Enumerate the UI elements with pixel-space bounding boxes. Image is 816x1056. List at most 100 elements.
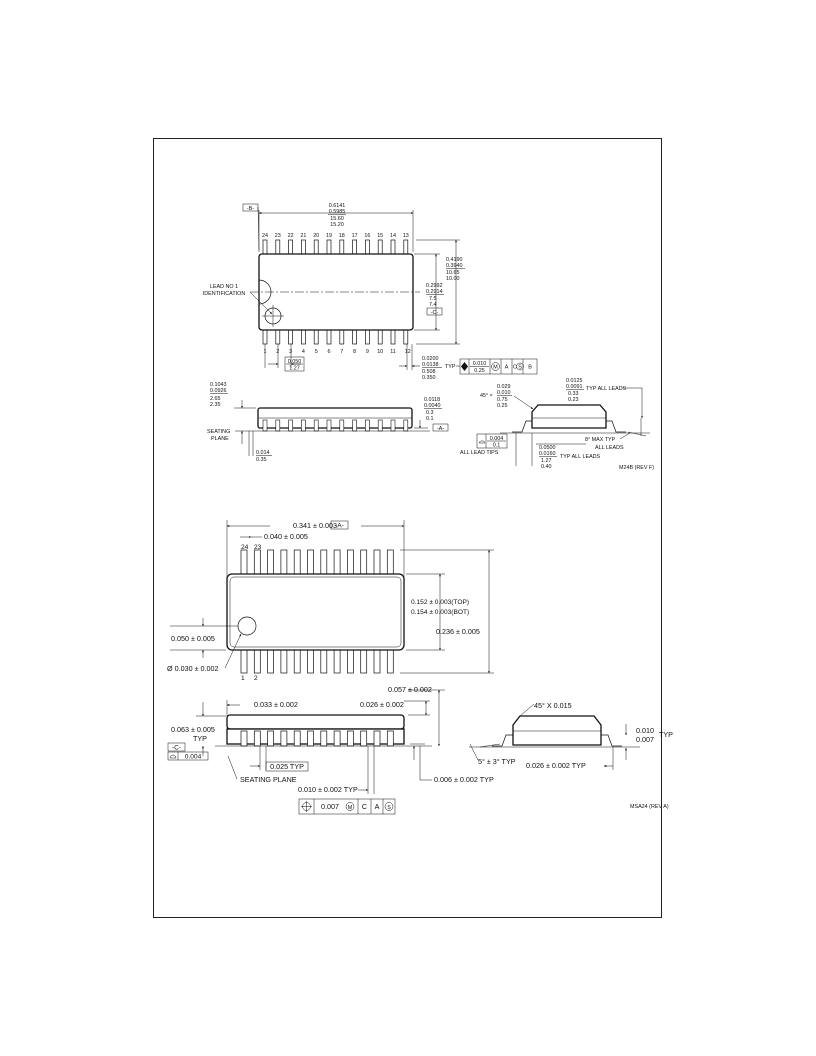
pkg1-datum-a-box xyxy=(432,423,449,432)
pkg1-datum-c-box xyxy=(426,307,443,316)
pkg2-pin1: 1 xyxy=(241,675,245,682)
pkg2-side-lead xyxy=(320,730,328,747)
pkg2-pin24: 24 xyxy=(241,544,249,551)
pkg1-pin-number: 9 xyxy=(366,349,369,355)
pkg1-lead xyxy=(403,239,409,255)
pkg1-length-mm-min: 15.20 xyxy=(330,222,344,228)
pkg1-coplanarity-mm: 0.1 xyxy=(493,443,501,449)
pkg1-coplanarity-in: 0.004 xyxy=(490,436,504,442)
pkg2-lead xyxy=(307,549,314,575)
pkg2-lead xyxy=(253,549,261,575)
pkg1-lead xyxy=(390,239,396,255)
pkg1-end-view: 45° × 0.029 0.010 0.75 0.25 0.0125 0.009… xyxy=(460,378,654,471)
pkg2-lead-width: 0.040 ± 0.005 xyxy=(264,532,308,541)
pkg1-foot-in-max: 0.0500 xyxy=(539,445,556,451)
pkg1-length-in-max: 0.6141 xyxy=(329,203,346,209)
pkg1-side-lead xyxy=(275,419,281,432)
pkg1-length-mm-max: 15.60 xyxy=(330,216,344,222)
pkg2-pin23: 23 xyxy=(254,544,262,551)
pkg2-s1: 0.033 ± 0.002 xyxy=(254,700,298,709)
pkg1-height-in-max: 0.1043 xyxy=(210,382,227,388)
pkg1-lead xyxy=(301,239,306,255)
pkg1-lead xyxy=(390,329,396,345)
pkg2-datum-a-box xyxy=(330,520,349,530)
pkg2-standoff: 0.006 ± 0.002 TYP xyxy=(434,775,494,784)
pkg2-pitch: 0.025 TYP xyxy=(270,762,304,771)
pkg1-side-lead xyxy=(288,419,293,432)
svg-text:B: B xyxy=(528,365,532,371)
pkg1-pin-number: 5 xyxy=(315,349,318,355)
pkg1-pin-number: 15 xyxy=(377,233,383,239)
svg-text:A: A xyxy=(375,802,380,811)
pkg1-lead-width-in-min: 0.0138 xyxy=(422,362,439,368)
pkg1-side-lead xyxy=(352,419,357,432)
pkg2-lead xyxy=(267,549,274,575)
pkg1-chamfer-in-min: 0.010 xyxy=(497,390,511,396)
pkg1-lead xyxy=(288,239,293,255)
pkg2-body xyxy=(226,573,405,651)
pkg1-datum-c: -C- xyxy=(431,310,439,316)
pkg1-side-lead xyxy=(403,419,409,432)
pkg2-side-lead xyxy=(373,730,381,747)
pkg2-side-lead xyxy=(280,730,288,747)
pkg2-lead xyxy=(320,649,328,674)
pkg1-side-lead xyxy=(365,419,370,432)
pkg2-lead xyxy=(253,649,261,674)
pkg1-datum-a: -A- xyxy=(437,426,444,432)
svg-text:S: S xyxy=(518,365,522,371)
pkg1-standoff-mm-min: 0.1 xyxy=(426,416,434,422)
pkg2-diameter: Ø 0.030 ± 0.002 xyxy=(167,664,219,673)
pkg1-angle-note: 8° MAX TYP xyxy=(585,437,616,443)
pkg1-body-mm-min: 7.4 xyxy=(429,302,437,308)
pkg1-lead1-line1: LEAD NO 1 xyxy=(210,284,238,290)
pkg2-lead xyxy=(373,549,381,575)
pkg2-lead xyxy=(280,549,288,575)
pkg1-leadthk-in-max: 0.0125 xyxy=(566,378,583,384)
pkg1-pin-number: 18 xyxy=(339,233,345,239)
pkg1-pin-number: 13 xyxy=(403,233,409,239)
pkg2-end-body xyxy=(512,715,602,746)
pkg1-lead xyxy=(313,329,319,345)
pkg2-side-view: 0.057 ± 0.002 0.033 ± 0.002 0.026 ± 0.00… xyxy=(167,685,494,815)
pkg1-datum-b: -B- xyxy=(247,206,254,212)
pkg1-lead xyxy=(352,239,357,255)
pkg1-leadthk-mm-max: 0.33 xyxy=(568,391,579,397)
position-symbol-icon xyxy=(461,362,468,371)
pkg1-body-in-min: 0.2914 xyxy=(426,289,443,295)
pkg1-lead xyxy=(339,239,345,255)
profile-symbol-icon xyxy=(478,440,486,444)
pkg2-lead xyxy=(333,649,341,674)
pkg1-foot-mm-min: 0.40 xyxy=(541,464,552,470)
pkg1-pin-number: 17 xyxy=(352,233,358,239)
pkg1-lead xyxy=(403,329,409,345)
pkg2-lead xyxy=(360,549,368,575)
pkg2-lead xyxy=(280,649,288,674)
pkg1-standoff-mm-max: 0.3 xyxy=(426,410,434,416)
svg-text:0.007: 0.007 xyxy=(321,802,339,811)
pkg1-foot-mm-max: 1.27 xyxy=(541,458,552,464)
pkg2-side-lead xyxy=(333,730,341,747)
pkg1-pin-number: 24 xyxy=(262,233,268,239)
pkg2-leadthk-1: 0.010 xyxy=(636,726,654,735)
rfs-circle-icon xyxy=(516,362,524,371)
pkg1-lead xyxy=(288,329,293,345)
pkg2-coplanarity-box xyxy=(167,751,209,761)
svg-text:0.010: 0.010 xyxy=(473,361,487,367)
pkg2-width: 0.236 ± 0.005 xyxy=(436,627,480,636)
pkg1-pin-number: 21 xyxy=(300,233,306,239)
pkg1-pin-number: 22 xyxy=(288,233,294,239)
pkg1-pin-number: 11 xyxy=(390,349,396,355)
pkg2-foot: 0.026 ± 0.002 TYP xyxy=(526,761,586,770)
svg-text:M: M xyxy=(493,365,498,371)
pkg2-side-lead xyxy=(307,730,314,747)
pkg1-pin-number: 12 xyxy=(405,349,411,355)
pkg2-top-leads xyxy=(240,549,394,575)
pkg1-lead-width-mm-max: 0.508 xyxy=(422,369,436,375)
svg-text:A: A xyxy=(505,365,509,371)
pkg2-lead xyxy=(347,649,354,674)
pkg1-foot-in-min: 0.0160 xyxy=(539,451,556,457)
pkg2-lead xyxy=(333,549,341,575)
pkg1-lead xyxy=(365,329,370,345)
pkg2-height-typ: TYP xyxy=(193,734,207,743)
